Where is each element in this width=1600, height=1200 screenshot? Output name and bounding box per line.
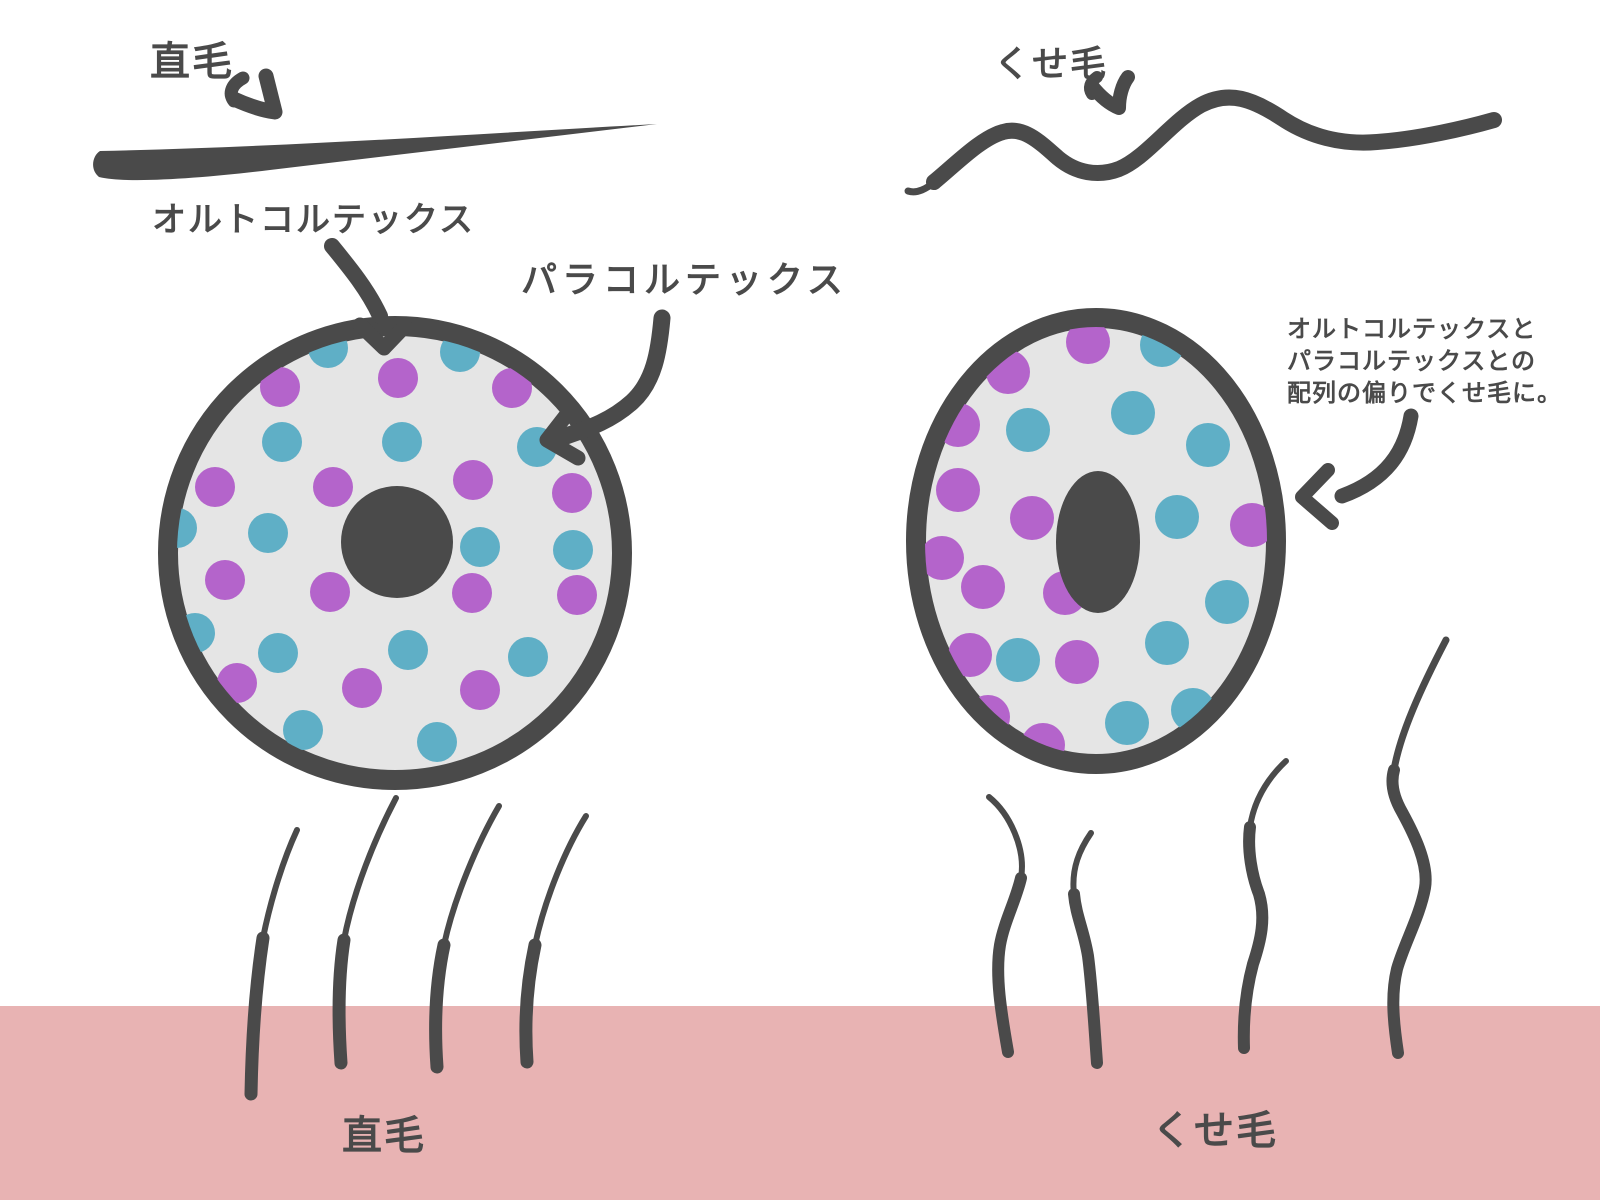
curly-hair-strand [1068,830,1103,1069]
arrow-head [226,68,283,120]
medulla [341,486,453,598]
orthocortex-cell-dot [378,358,418,398]
paracortex-arrow-icon [539,309,671,466]
straight-label-top: 直毛 [150,40,234,84]
orthocortex-cell-dot [195,467,235,507]
orthocortex-cell-dot [1010,496,1054,540]
strand-tip [1247,758,1289,830]
paracortex-cell-dot [417,722,457,762]
skin-band [0,1006,1600,1200]
arrow-head [539,405,586,466]
strand-tip [532,813,589,948]
orthocortex-cell-dot [310,572,350,612]
straight-hair-strand [429,803,502,1074]
para-dots-curly [996,327,1249,745]
curly-hair-strand [1237,758,1289,1054]
orthocortex-cell-dot [1230,503,1267,547]
orthocortex-cell-dot [260,367,300,407]
paracortex-cell-dot [996,638,1040,682]
straight-label-arrow-icon [224,68,283,120]
ortho-dots-straight [195,358,597,710]
orthocortex-cell-dot [552,473,592,513]
orthocortex-cell-dot [1055,640,1099,684]
strand-tip [260,827,300,941]
orthocortex-cell-dot [961,565,1005,609]
strand-base [429,938,451,1074]
strand-base [1068,888,1103,1069]
orthocortex-cell-dot [492,368,532,408]
strand-tip [1070,830,1094,897]
straight-label-bottom: 直毛 [342,1114,426,1158]
orthocortex-cell-dot [453,460,493,500]
orthocortex-cell-dot [948,633,992,677]
paracortex-cell-dot [248,513,288,553]
arrow-tail [324,238,388,324]
arrow-head [1295,463,1339,530]
strand-base [1237,821,1269,1054]
arrow-head [352,317,413,356]
annotation-line-1: オルトコルテックスと [1287,316,1536,343]
strand-base [244,931,270,1101]
annotation-arrow-icon [1295,408,1419,530]
curly-hair-strand [986,794,1027,1058]
orthocortex-cell-dot [460,670,500,710]
straight-hair-strand [244,827,300,1101]
orthocortex-arrow-icon [324,238,413,356]
orthocortex-cell-dot [342,668,382,708]
paracortex-cell-dot [258,633,298,673]
strand-base [1386,764,1432,1059]
orthocortex-cell-dot [313,467,353,507]
arrow-head [1085,70,1135,115]
orthocortex-cell-dot [936,468,980,512]
orthocortex-cell-dot [557,575,597,615]
medulla [1056,471,1140,613]
curly-hair-sample [904,89,1502,196]
straight-hair-strand [332,795,399,1070]
paracortex-cell-dot [553,530,593,570]
orthocortex-cell-dot [925,536,964,580]
paracortex-cell-dot [1205,580,1249,624]
strand-tip [1390,636,1450,774]
paracortex-cell-dot [177,508,197,548]
paracortex-cell-dot [388,630,428,670]
arrow-tail [557,309,671,445]
straight-hair-sample [93,124,657,181]
curly-hair-sample-body [926,89,1502,190]
strand-tip [986,794,1025,881]
curly-hair-strands [986,636,1450,1069]
curly-label-arrow-icon [1083,70,1135,115]
paracortex-label: パラコルテックス [521,259,848,300]
orthocortex-cell-dot [452,573,492,613]
paracortex-cell-dot [1111,391,1155,435]
paracortex-cell-dot [460,527,500,567]
orthocortex-cell-dot [205,560,245,600]
paracortex-cell-dot [1105,701,1149,745]
strand-base [519,938,542,1069]
strand-tip [441,803,502,948]
paracortex-cell-dot [1186,423,1230,467]
paracortex-cell-dot [1006,408,1050,452]
paracortex-cell-dot [262,422,302,462]
paracortex-cell-dot [1155,495,1199,539]
arrow-tail [1334,408,1419,504]
paracortex-cell-dot [508,637,548,677]
paracortex-cell-dot [283,710,323,750]
straight-cross-section [158,316,632,790]
orthocortex-label: オルトコルテックス [152,201,475,239]
curly-hair-strand [1386,636,1450,1059]
annotation-line-2: パラコルテックスとの [1287,348,1536,375]
straight-hair-strand [519,813,589,1069]
strand-tip [341,795,399,943]
straight-hair-strands [244,795,589,1101]
annotation-line-3: 配列の偏りでくせ毛に。 [1287,379,1562,407]
orthocortex-cell-dot [1066,327,1110,364]
curly-label-top: くせ毛 [994,43,1108,84]
strand-base [992,872,1027,1058]
paracortex-cell-dot [382,422,422,462]
strand-base [332,933,351,1070]
curly-label-bottom: くせ毛 [1152,1109,1278,1153]
paracortex-cell-dot [1145,621,1189,665]
curly-cross-section [906,308,1286,774]
